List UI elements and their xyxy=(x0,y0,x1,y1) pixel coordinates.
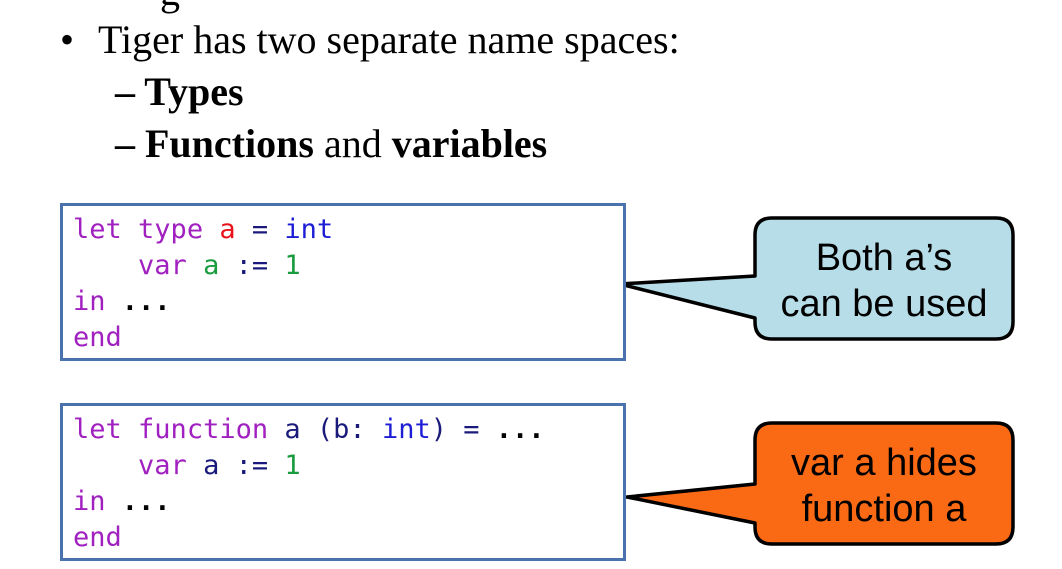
code-line: in ... xyxy=(73,484,623,520)
keyword: in xyxy=(73,286,106,317)
bullet-item: • Tiger has two separate name spaces: xyxy=(60,18,680,62)
type-name: int xyxy=(381,414,431,445)
paren: ( xyxy=(316,414,334,445)
code-line: var a := 1 xyxy=(73,248,623,284)
identifier: a xyxy=(284,414,301,445)
callout-line: function a xyxy=(801,488,967,530)
operator: := xyxy=(235,250,269,281)
subitem-bold: Types xyxy=(144,69,244,114)
operator: = xyxy=(463,414,480,445)
keyword: end xyxy=(73,322,122,353)
code-line: let type a = int xyxy=(73,212,623,248)
operator: := xyxy=(235,450,269,481)
callout-line: var a hides xyxy=(791,442,977,484)
callout-both-text: Both a’s can be used xyxy=(758,235,1010,327)
code-line: end xyxy=(73,520,623,556)
subitem-functions-variables: – Functions and variables xyxy=(115,122,547,166)
ellipsis: ... xyxy=(121,286,171,317)
callout-hides-text: var a hides function a xyxy=(758,440,1010,532)
keyword: type xyxy=(138,214,204,245)
number-literal: 1 xyxy=(284,450,301,481)
code-line: var a := 1 xyxy=(73,448,623,484)
paren: ) xyxy=(430,414,447,445)
keyword: let xyxy=(73,414,122,445)
code-block-2: let function a (b: int) = ... var a := 1… xyxy=(60,403,626,561)
ellipsis: ... xyxy=(495,414,545,445)
keyword: function xyxy=(138,414,269,445)
subitem-mid: and xyxy=(313,121,392,166)
bullet-text: Tiger has two separate name spaces: xyxy=(98,17,680,62)
keyword: in xyxy=(73,486,106,517)
callout-hides-shape xyxy=(625,421,1015,546)
code-line: end xyxy=(73,320,623,356)
keyword: var xyxy=(138,450,187,481)
operator: = xyxy=(251,214,269,245)
identifier: a xyxy=(203,450,220,481)
partial-heading: g xyxy=(160,0,180,12)
subitem-dash: – xyxy=(115,121,145,166)
subitem-bold: Functions xyxy=(145,121,314,166)
keyword: end xyxy=(73,522,122,553)
identifier: a xyxy=(219,214,236,245)
bullet-marker: • xyxy=(60,17,75,62)
subitem-bold: variables xyxy=(391,121,548,166)
callout-line: can be used xyxy=(780,283,988,325)
subitem-dash: – xyxy=(115,69,145,114)
subitem-types: – Types xyxy=(115,70,244,114)
code-line: let function a (b: int) = ... xyxy=(73,412,623,448)
ellipsis: ... xyxy=(121,486,171,517)
callout-line: Both a’s xyxy=(815,237,953,279)
code-line: in ... xyxy=(73,284,623,320)
callout-both-shape xyxy=(618,216,1015,341)
identifier: a xyxy=(203,250,220,281)
parameter: b: xyxy=(333,414,366,445)
keyword: let xyxy=(73,214,122,245)
number-literal: 1 xyxy=(284,250,301,281)
type-name: int xyxy=(284,214,334,245)
code-block-1: let type a = int var a := 1 in ... end xyxy=(60,203,626,361)
keyword: var xyxy=(138,250,187,281)
